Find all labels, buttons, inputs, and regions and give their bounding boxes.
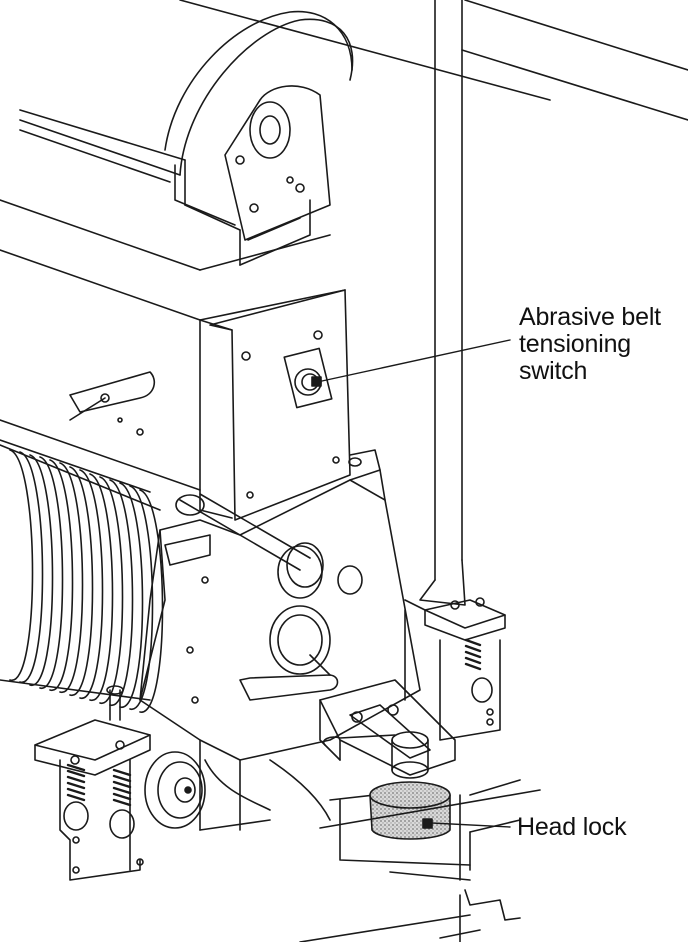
- frame-lines: [179, 0, 688, 606]
- head-lock-leader-line: [431, 822, 511, 828]
- head-lock-callout-text: Head lock: [517, 813, 627, 841]
- spiral-roller: [0, 444, 164, 713]
- right-spring-bracket: [404, 597, 506, 741]
- lock-marker: [422, 818, 433, 829]
- switch-plate: [199, 289, 351, 521]
- table-edge: [299, 789, 541, 942]
- head-lock-assembly: [319, 679, 521, 881]
- main-housing: [0, 199, 346, 493]
- top-hood: [19, 10, 354, 266]
- right-spring: [464, 638, 482, 671]
- lower-drive: [144, 739, 331, 831]
- switch-callout-line2: tensioning: [519, 330, 631, 358]
- lock-knob-top: [369, 781, 451, 809]
- switch-leader-line: [321, 339, 511, 382]
- switch-callout-line3: switch: [519, 357, 588, 385]
- left-spring-bracket: [34, 685, 151, 881]
- side-casting: [139, 449, 421, 761]
- left-springs: [66, 763, 132, 807]
- head-lock-callout-label: Head lock: [517, 814, 682, 841]
- switch-callout-label: Abrasive belt tensioning switch: [519, 304, 684, 385]
- switch-callout-line1: Abrasive belt: [519, 303, 661, 331]
